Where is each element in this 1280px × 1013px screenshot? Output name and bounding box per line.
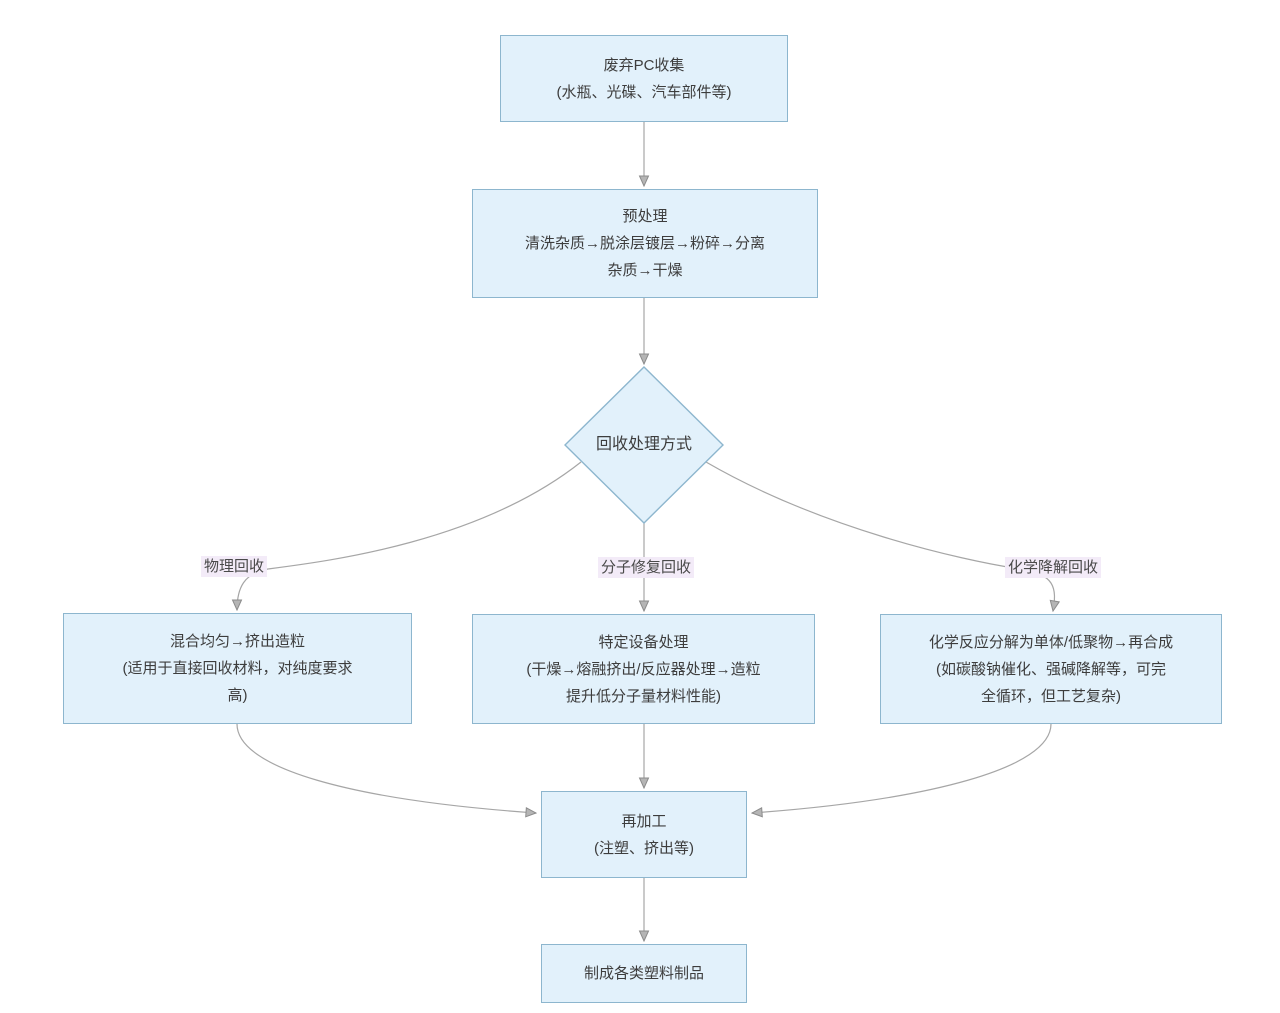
branch-label-physical: 物理回收 (200, 556, 268, 577)
decision-diamond-shape (564, 366, 724, 524)
node-pretreat-line-2: 清洗杂质→脱涂层镀层→粉碎→分离 (524, 235, 765, 252)
node-physical-line-1: 混合均匀→挤出造粒 (169, 633, 305, 650)
node-physical: 混合均匀→挤出造粒 (适用于直接回收材料，对纯度要求 高) (63, 613, 412, 724)
node-molecular-line-1: 特定设备处理 (598, 633, 689, 651)
node-molecular-line-2: (干燥→熔融挤出/反应器处理→造粒 (526, 660, 761, 678)
node-collect-line-2: (水瓶、光碟、汽车部件等) (556, 83, 732, 101)
node-physical-line-2: (适用于直接回收材料，对纯度要求 (122, 660, 353, 677)
node-chemical-line-1: 化学反应分解为单体/低聚物→再合成 (928, 633, 1174, 651)
node-collect: 废弃PC收集 (水瓶、光碟、汽车部件等) (500, 35, 788, 122)
connector-chemical-to-reprocess (752, 723, 1052, 813)
node-chemical-line-3: 全循环，但工艺复杂) (981, 687, 1121, 705)
node-reprocess: 再加工 (注塑、挤出等) (541, 791, 747, 878)
node-physical-line-3: 高) (227, 687, 248, 704)
node-molecular-line-3: 提升低分子量材料性能) (566, 687, 721, 705)
connector-physical-to-reprocess (236, 723, 536, 813)
node-pretreat-line-3: 杂质→干燥 (607, 262, 683, 279)
node-product-line-1: 制成各类塑料制品 (583, 965, 704, 982)
connector-decision-to-chemical (705, 461, 1054, 611)
node-collect-line-1: 废弃PC收集 (603, 56, 685, 74)
branch-label-chemical: 化学降解回收 (1004, 557, 1102, 578)
node-molecular: 特定设备处理 (干燥→熔融挤出/反应器处理→造粒 提升低分子量材料性能) (472, 614, 815, 724)
node-product: 制成各类塑料制品 (541, 944, 747, 1003)
node-reprocess-line-1: 再加工 (621, 812, 667, 830)
node-reprocess-line-2: (注塑、挤出等) (594, 839, 694, 857)
node-chemical: 化学反应分解为单体/低聚物→再合成 (如碳酸钠催化、强碱降解等，可完 全循环，但… (880, 614, 1222, 724)
node-decision-label: 回收处理方式 (595, 436, 692, 453)
node-pretreat: 预处理 清洗杂质→脱涂层镀层→粉碎→分离 杂质→干燥 (472, 189, 818, 298)
node-pretreat-line-1: 预处理 (622, 208, 668, 225)
connector-decision-to-physical (237, 461, 582, 610)
node-chemical-line-2: (如碳酸钠催化、强碱降解等，可完 (936, 660, 1166, 678)
branch-label-molecular: 分子修复回收 (597, 557, 695, 578)
